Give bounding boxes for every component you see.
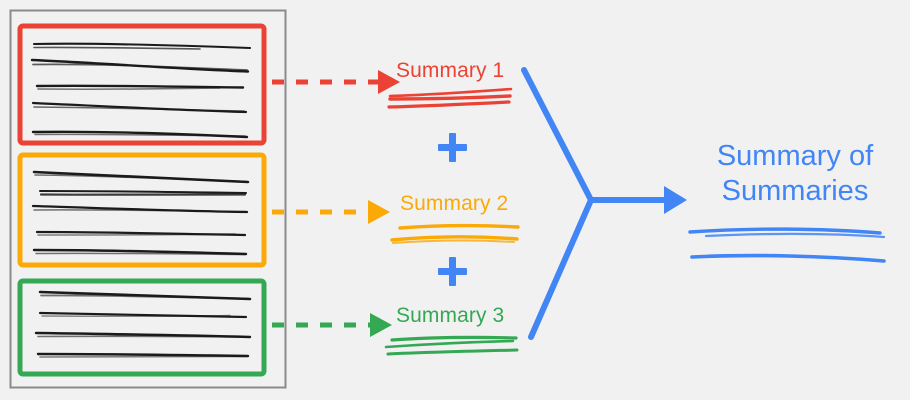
- document-text-lines-red: [30, 42, 252, 139]
- plus-operator-2: [438, 257, 467, 286]
- final-output-strokes: [688, 227, 886, 263]
- final-output-title-line2: Summaries: [721, 174, 869, 207]
- document-box-red[interactable]: [17, 23, 267, 146]
- document-text-lines-green: [34, 290, 252, 358]
- summary-strokes-orange: [390, 223, 520, 244]
- plus-operator-1: [438, 133, 467, 162]
- summary-label-2: Summary 2: [400, 192, 509, 215]
- dashed-arrow-green: [272, 313, 392, 337]
- summary-strokes-red: [387, 87, 513, 109]
- summary-label-3: Summary 3: [396, 304, 505, 327]
- document-text-lines-orange: [31, 170, 250, 256]
- document-group-green[interactable]: [17, 278, 267, 377]
- final-output-title-line1: Summary of: [716, 140, 874, 172]
- dashed-arrow-orange: [272, 200, 390, 224]
- summary-label-1: Summary 1: [396, 59, 505, 82]
- summary-strokes-green: [384, 335, 519, 356]
- merge-connector: [521, 67, 687, 340]
- merge-arrowhead: [664, 186, 687, 214]
- dashed-arrow-red: [272, 70, 400, 94]
- document-group-orange[interactable]: [17, 152, 267, 268]
- final-output-title: Summary of Summaries: [700, 139, 890, 208]
- document-group-red[interactable]: [17, 23, 267, 146]
- document-box-green[interactable]: [17, 278, 267, 377]
